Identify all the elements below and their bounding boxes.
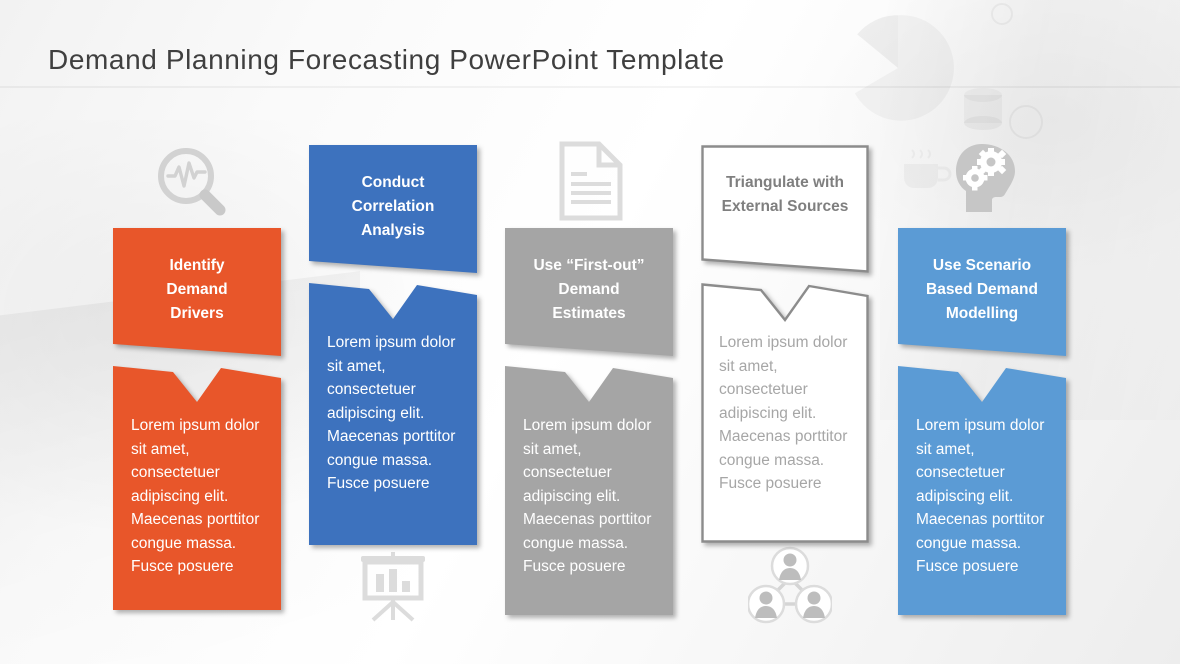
- card-body-shape: [898, 366, 1066, 615]
- background-divider-band: [0, 86, 1180, 88]
- head-gears-icon: [948, 138, 1032, 222]
- pie-chart-glyph: [857, 15, 898, 69]
- process-card-use-first-out-demand-estimates[interactable]: Use “First-out” Demand Estimates Lorem i…: [505, 228, 673, 615]
- presentation-chart-icon: [355, 548, 431, 624]
- database-glyph: [964, 116, 1002, 130]
- card-header-text: Use “First-out” Demand Estimates: [533, 257, 645, 323]
- card-body[interactable]: Lorem ipsum dolor sit amet, consectetuer…: [113, 358, 281, 610]
- card-header[interactable]: Conduct Correlation Analysis: [309, 145, 477, 273]
- card-body[interactable]: Lorem ipsum dolor sit amet, consectetuer…: [309, 275, 477, 545]
- card-body-text: Lorem ipsum dolor sit amet, consectetuer…: [916, 417, 1045, 576]
- process-card-identify-demand-drivers[interactable]: Identify Demand Drivers Lorem ipsum dolo…: [113, 228, 281, 610]
- card-header-shape: [898, 228, 1066, 356]
- card-header[interactable]: Triangulate with External Sources: [701, 145, 869, 273]
- card-body-shape: [505, 366, 673, 615]
- card-body[interactable]: Lorem ipsum dolor sit amet, consectetuer…: [898, 358, 1066, 615]
- card-body-text: Lorem ipsum dolor sit amet, consectetuer…: [131, 417, 260, 576]
- card-header-shape: [113, 228, 281, 356]
- process-card-use-scenario-based-demand-modelling[interactable]: Use Scenario Based Demand Modelling Lore…: [898, 228, 1066, 615]
- card-header-text: Use Scenario Based Demand Modelling: [926, 257, 1038, 323]
- page-title: Demand Planning Forecasting PowerPoint T…: [48, 44, 725, 75]
- document-icon: [557, 141, 625, 221]
- card-body[interactable]: Lorem ipsum dolor sit amet, consectetuer…: [505, 358, 673, 615]
- card-header-text: Triangulate with External Sources: [721, 174, 849, 216]
- card-body-shape: [701, 283, 869, 543]
- card-body[interactable]: Lorem ipsum dolor sit amet, consectetuer…: [701, 275, 869, 543]
- magnifier-pulse-icon: [150, 142, 234, 226]
- card-header-text: Conduct Correlation Analysis: [351, 174, 435, 240]
- card-body-text: Lorem ipsum dolor sit amet, consectetuer…: [523, 417, 652, 576]
- card-header[interactable]: Identify Demand Drivers: [113, 228, 281, 356]
- process-card-triangulate-with-external-sources[interactable]: Triangulate with External Sources Lorem …: [701, 145, 869, 543]
- card-header-shape: [701, 145, 869, 273]
- circle-outline-glyph: [1009, 105, 1043, 139]
- card-header-shape: [505, 228, 673, 356]
- circle-outline-glyph: [991, 3, 1013, 25]
- card-header-shape: [309, 145, 477, 273]
- people-network-icon: [748, 546, 832, 626]
- card-body-text: Lorem ipsum dolor sit amet, consectetuer…: [719, 334, 848, 493]
- card-header[interactable]: Use Scenario Based Demand Modelling: [898, 228, 1066, 356]
- card-header[interactable]: Use “First-out” Demand Estimates: [505, 228, 673, 356]
- process-card-conduct-correlation-analysis[interactable]: Conduct Correlation Analysis Lorem ipsum…: [309, 145, 477, 545]
- card-body-shape: [113, 366, 281, 610]
- card-body-shape: [309, 283, 477, 545]
- card-body-text: Lorem ipsum dolor sit amet, consectetuer…: [327, 334, 456, 493]
- card-header-text: Identify Demand Drivers: [166, 257, 228, 323]
